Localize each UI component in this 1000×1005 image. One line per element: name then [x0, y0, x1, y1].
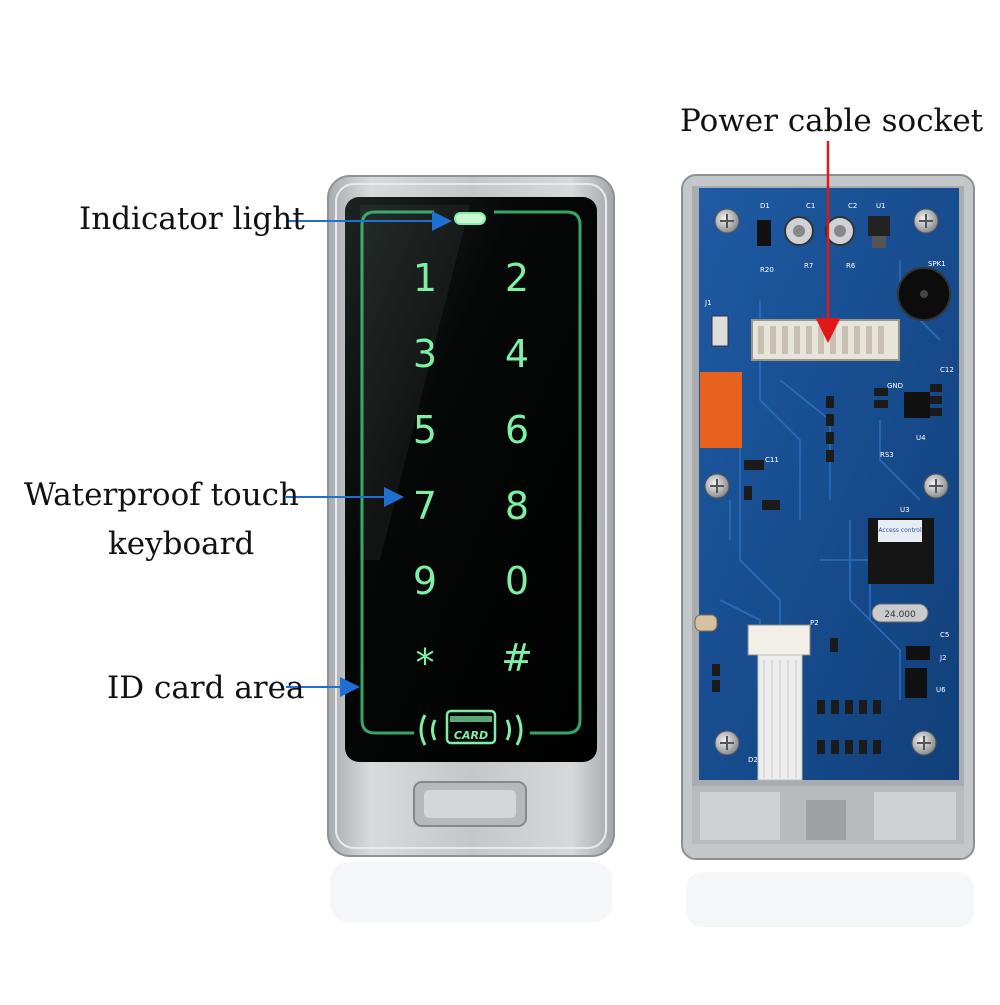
- svg-text:C12: C12: [940, 366, 954, 374]
- svg-text:GND: GND: [887, 382, 903, 390]
- svg-text:C2: C2: [848, 202, 857, 210]
- svg-text:D1: D1: [760, 202, 770, 210]
- svg-text:P2: P2: [810, 619, 819, 627]
- svg-text:R7: R7: [804, 262, 813, 270]
- keypad-keys: 1 2 3 4 5 6 7 8 9 0 * #: [413, 256, 533, 685]
- relay: [700, 372, 742, 448]
- card-icon: [445, 709, 497, 745]
- svg-text:SPK1: SPK1: [928, 260, 946, 268]
- svg-text:C5: C5: [940, 631, 949, 639]
- touch-panel: [345, 197, 597, 762]
- power-cable-socket-label: Power cable socket: [680, 103, 984, 139]
- card-reader-area: CARD: [419, 709, 523, 746]
- chip-u4: [904, 392, 930, 418]
- card-label: CARD: [454, 729, 488, 742]
- key-5[interactable]: 5: [413, 408, 437, 452]
- key-8[interactable]: 8: [505, 484, 529, 528]
- annotations: [286, 141, 841, 697]
- svg-text:R20: R20: [760, 266, 774, 274]
- ribbon-connector: [747, 624, 811, 656]
- key-2[interactable]: 2: [505, 256, 529, 300]
- svg-text:U3: U3: [900, 506, 910, 514]
- svg-text:24.000: 24.000: [884, 610, 916, 620]
- svg-text:C1: C1: [806, 202, 815, 210]
- screws: [704, 208, 949, 756]
- svg-text:J1: J1: [704, 299, 712, 307]
- crystal: [871, 603, 929, 623]
- waterproof-keyboard-label-line2: keyboard: [108, 526, 255, 562]
- svg-text:C11: C11: [765, 456, 779, 464]
- back-pcb-view: Access control 24.000: [681, 174, 975, 927]
- keypad-device: 1 2 3 4 5 6 7 8 9 0 * # CARD: [327, 175, 615, 922]
- indicator-light-label: Indicator light: [79, 201, 305, 237]
- chip-sticker: Access control: [878, 527, 922, 534]
- svg-text:RS3: RS3: [880, 451, 894, 459]
- indicator-light: [454, 212, 486, 225]
- key-7[interactable]: 7: [413, 484, 437, 528]
- id-card-area-label: ID card area: [107, 670, 305, 706]
- key-6[interactable]: 6: [505, 408, 529, 452]
- svg-text:R6: R6: [846, 262, 856, 270]
- key-9[interactable]: 9: [413, 559, 437, 603]
- key-0[interactable]: 0: [505, 559, 529, 603]
- frame-right: [494, 210, 582, 735]
- waterproof-keyboard-label-line1: Waterproof touch: [24, 477, 300, 513]
- key-star[interactable]: *: [416, 641, 435, 685]
- svg-text:J2: J2: [939, 654, 947, 662]
- svg-text:U4: U4: [916, 434, 926, 442]
- key-hash[interactable]: #: [501, 636, 533, 680]
- key-1[interactable]: 1: [413, 256, 437, 300]
- svg-text:U6: U6: [936, 686, 946, 694]
- frame-left: [360, 210, 434, 735]
- key-4[interactable]: 4: [505, 332, 529, 376]
- svg-text:D2: D2: [748, 756, 758, 764]
- key-3[interactable]: 3: [413, 332, 437, 376]
- svg-text:U1: U1: [876, 202, 886, 210]
